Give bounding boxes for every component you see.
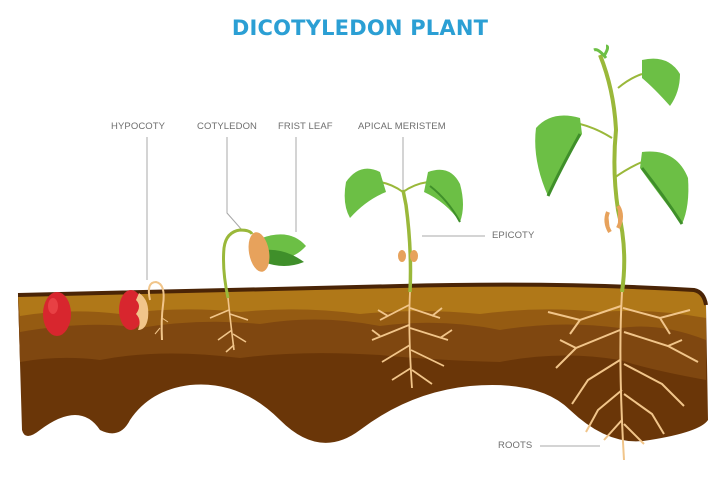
seed-icon (43, 292, 71, 336)
label-cotyledon: COTYLEDON (197, 121, 258, 132)
label-apical-meristem: APICAL MERISTEM (358, 121, 446, 132)
seedling-icon (209, 228, 306, 353)
soil (17, 282, 708, 443)
label-hypocotyl: HYPOCOTY (111, 121, 166, 132)
label-roots: ROOTS (498, 440, 533, 451)
mature-plant-icon (535, 44, 699, 461)
germinating-seed-icon (119, 280, 169, 341)
young-plant-icon (344, 168, 463, 389)
label-first-leaf: FRIST LEAF (278, 121, 333, 132)
label-epicotyl: EPICOTY (492, 230, 535, 241)
leader-lines (146, 137, 600, 447)
diagram-title: DICOTYLEDON PLANT (231, 16, 489, 40)
